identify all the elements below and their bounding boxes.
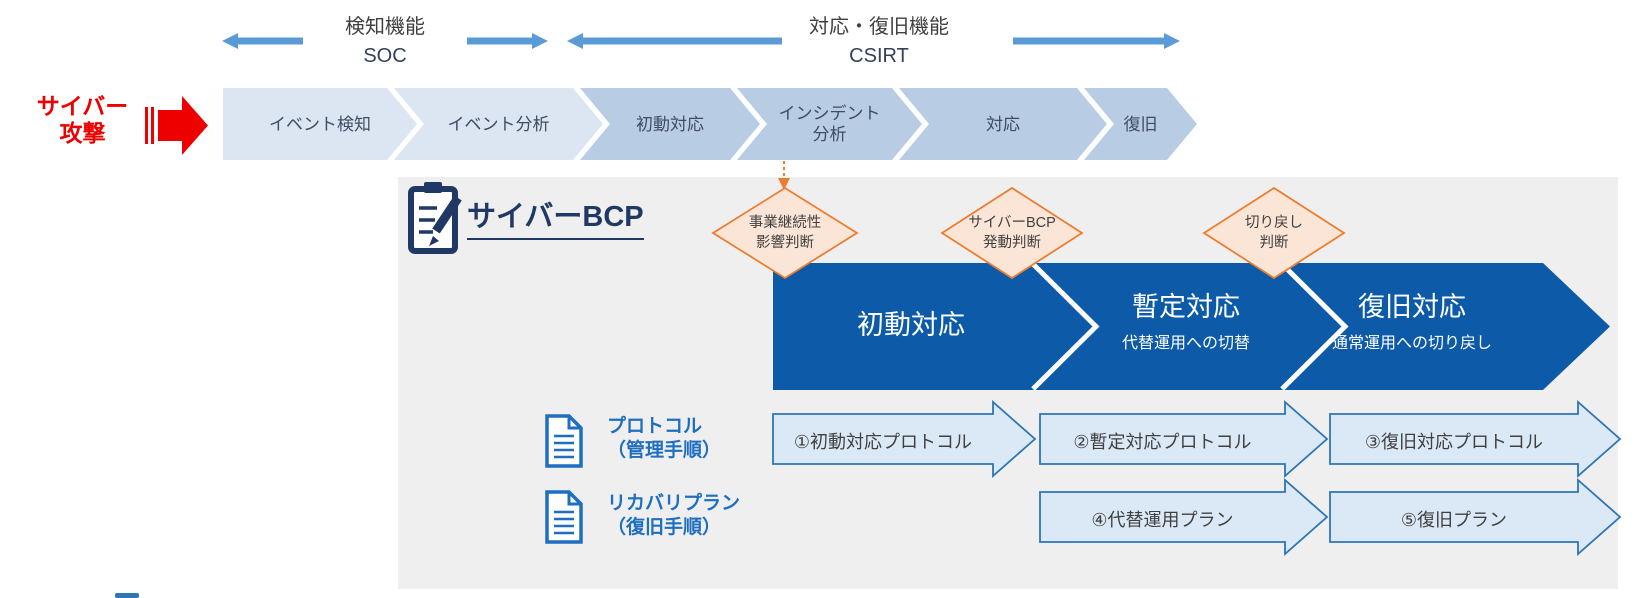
clipboard-pencil-icon	[408, 182, 462, 254]
soc-span-subtitle: SOC	[363, 45, 407, 67]
decision-diamond-2	[940, 186, 1084, 280]
phase-separator-2	[1280, 262, 1349, 391]
soc-span-title: 検知機能	[345, 16, 425, 38]
protocol-arrow-2	[1039, 400, 1329, 478]
bullet-fragment	[115, 593, 139, 598]
document-icon-protocol	[545, 414, 583, 468]
flow-step-label: イベント分析	[447, 114, 550, 134]
csirt-span-title: 対応・復旧機能	[809, 16, 949, 38]
recovery-row-label-line2: （復旧手順）	[607, 517, 722, 538]
protocol-item-3: ③復旧対応プロトコル	[1364, 432, 1544, 452]
protocol-arrow-1	[772, 400, 1037, 478]
cyber-attack-line2: 攻撃	[59, 120, 106, 146]
protocol-row-label-line1: プロトコル	[607, 416, 703, 437]
decision-diamond-1	[711, 186, 859, 280]
decision-3-line1: 切り戻し	[1245, 215, 1303, 231]
decision-diamond-3	[1202, 186, 1346, 280]
flow-step-label: 対応	[986, 114, 1020, 134]
flow-step-initial-response: 初動対応	[580, 88, 760, 160]
flow-step-label: 初動対応	[636, 114, 704, 134]
flow-step-event-analysis: イベント分析	[394, 88, 603, 160]
decision-2-line2: 発動判断	[983, 235, 1041, 251]
protocol-row-label-line2: （管理手順）	[607, 440, 722, 461]
bcp-title: サイバーBCP	[467, 193, 644, 240]
flow-step-label-line2: 分析	[812, 125, 847, 144]
decision-label-2: サイバーBCP 発動判断	[932, 213, 1092, 253]
decision-label-3: 切り戻し 判断	[1194, 213, 1354, 253]
phase-3-title: 復旧対応	[1358, 292, 1466, 322]
recovery-item-1: ④代替運用プラン	[1091, 510, 1234, 530]
flow-step-label: インシデント 分析	[779, 103, 881, 145]
cyber-attack-label: サイバー 攻撃	[20, 93, 145, 147]
flow-step-event-detection: イベント検知	[223, 88, 417, 160]
recovery-arrow-2	[1329, 478, 1622, 556]
soc-span-right-arrow	[467, 33, 548, 49]
flow-step-response: 対応	[899, 88, 1107, 160]
phase-arrow	[773, 262, 1610, 391]
decision-1-line2: 影響判断	[756, 235, 814, 251]
csirt-span-left-arrow	[567, 33, 782, 49]
csirt-span-subtitle: CSIRT	[849, 45, 909, 67]
recovery-row-label-line1: リカバリプラン	[607, 493, 741, 514]
recovery-item-2: ⑤復旧プラン	[1400, 510, 1508, 530]
phase-separator-1	[1031, 262, 1100, 391]
flow-step-label: イベント検知	[269, 114, 371, 134]
protocol-arrow-3	[1329, 400, 1622, 478]
soc-span-left-arrow	[222, 33, 303, 49]
phase-3-subtitle: 通常運用への切り戻し	[1331, 335, 1492, 352]
protocol-item-1: ①初動対応プロトコル	[793, 432, 973, 452]
phase-1-title: 初動対応	[857, 310, 965, 340]
recovery-row-label: リカバリプラン （復旧手順）	[607, 492, 740, 540]
decision-label-1: 事業継続性 影響判断	[705, 213, 865, 253]
flow-step-label-line1: インシデント	[778, 104, 881, 123]
decision-3-line2: 判断	[1259, 235, 1289, 251]
flow-step-label: 復旧	[1123, 114, 1158, 134]
phase-2-subtitle: 代替運用への切替	[1121, 335, 1250, 352]
csirt-span-right-arrow	[1013, 33, 1180, 49]
document-icon-recovery	[545, 490, 583, 544]
cyber-attack-line1: サイバー	[36, 93, 129, 119]
recovery-arrow-1	[1039, 478, 1329, 556]
protocol-row-label: プロトコル （管理手順）	[607, 415, 721, 463]
flow-step-incident-analysis: インシデント 分析	[737, 88, 922, 160]
attack-arrow-icon	[145, 96, 208, 155]
phase-2-title: 暫定対応	[1132, 292, 1240, 322]
decision-1-line1: 事業継続性	[748, 215, 822, 231]
decision-2-line1: サイバーBCP	[968, 215, 1056, 231]
protocol-item-2: ②暫定対応プロトコル	[1073, 432, 1252, 452]
decision-connector-arrow	[778, 161, 790, 190]
